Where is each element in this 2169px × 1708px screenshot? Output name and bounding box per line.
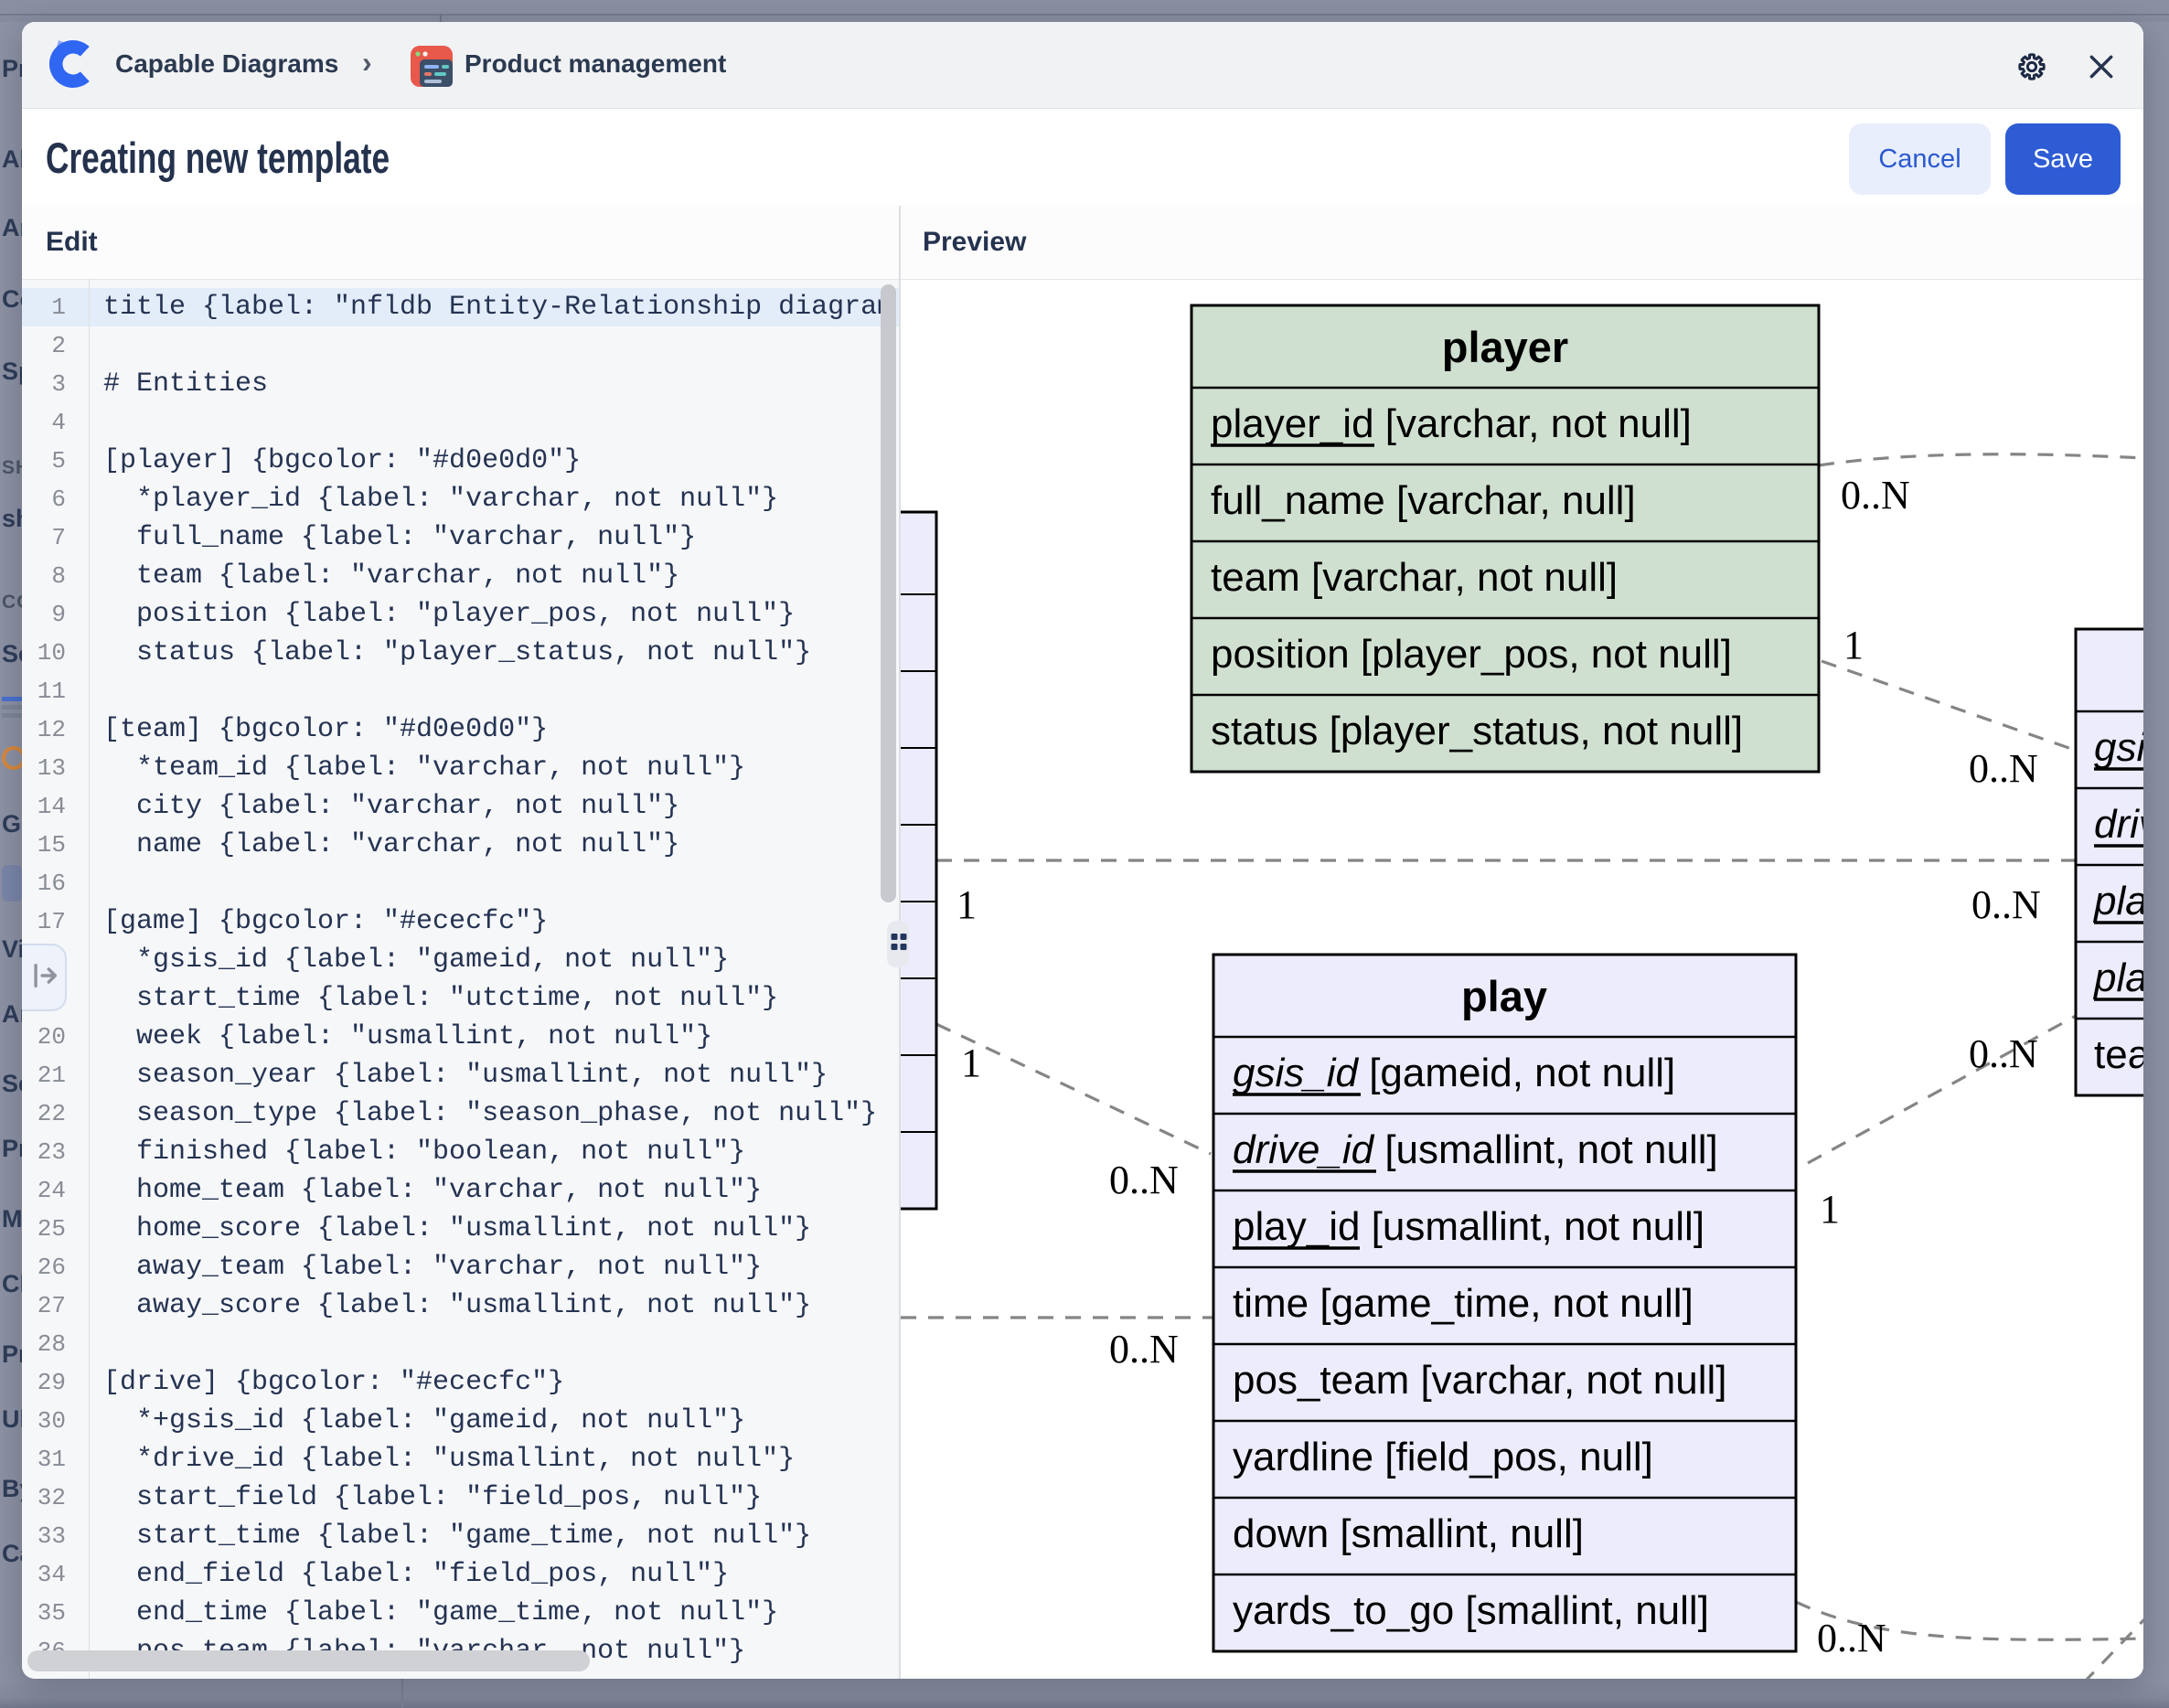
svg-text:0..N: 0..N [1969,1031,2038,1076]
svg-text:player_id [varchar, not null]: player_id [varchar, not null] [1211,401,1692,446]
svg-text:play_id [usmallint, not null]: play_id [usmallint, not null] [1233,1204,1704,1249]
svg-text:player: player [1442,323,1568,371]
svg-text:gsis_id: gsis_id [2094,725,2143,770]
svg-text:1: 1 [956,882,977,927]
svg-text:play: play [1461,972,1547,1020]
svg-text:0..N: 0..N [1109,1158,1179,1202]
svg-text:player_id: player_id [2092,955,2143,1000]
svg-text:full_name [varchar, null]: full_name [varchar, null] [1211,478,1636,523]
svg-text:0..N: 0..N [1969,746,2038,791]
svg-text:0..N: 0..N [1817,1616,1886,1660]
svg-text:1: 1 [1843,623,1864,667]
svg-text:position [player_pos, not null: position [player_pos, not null] [1211,632,1732,677]
svg-text:1: 1 [1820,1187,1840,1232]
svg-text:1: 1 [961,1041,981,1085]
svg-text:play_id: play_id [2092,879,2143,923]
svg-text:yardline [field_pos, null]: yardline [field_pos, null] [1233,1435,1653,1479]
svg-text:status [player_status, not nul: status [player_status, not null] [1211,709,1743,753]
svg-text:0..N: 0..N [1971,882,2041,927]
svg-text:drive_id [usmallint, not null]: drive_id [usmallint, not null] [1233,1127,1718,1172]
svg-text:0..N: 0..N [1109,1327,1179,1372]
svg-text:drive_id: drive_id [2094,802,2143,847]
svg-text:time [game_time, not null]: time [game_time, not null] [1233,1281,1694,1326]
svg-text:pos_team [varchar, not null]: pos_team [varchar, not null] [1233,1358,1727,1403]
svg-text:gsis_id [gameid, not null]: gsis_id [gameid, not null] [1233,1051,1675,1095]
svg-text:0..N: 0..N [1841,473,1910,518]
svg-text:team [varchar, not null]: team [varchar, not null] [1211,555,1618,600]
svg-text:down [smallint, null]: down [smallint, null] [1233,1511,1584,1556]
svg-text:team: team [2094,1032,2143,1077]
svg-text:yards_to_go [smallint, null]: yards_to_go [smallint, null] [1233,1588,1709,1633]
